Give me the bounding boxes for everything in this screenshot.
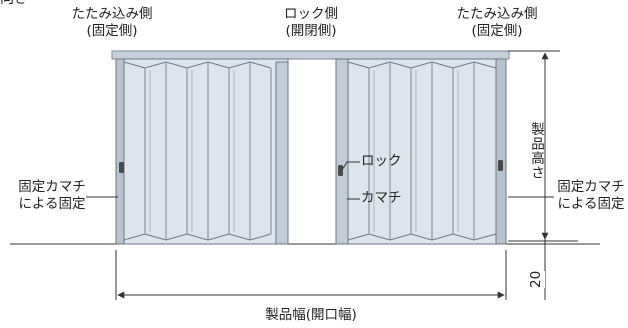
left-folding-door bbox=[115, 58, 289, 245]
right-folding-side-label: たたみ込み側 (固定側) bbox=[457, 6, 538, 40]
left-folding-side-line2: (固定側) bbox=[86, 23, 138, 39]
left-fixing-label: 固定カマチ による固定 bbox=[18, 179, 86, 213]
lock-side-line2: (開閉側) bbox=[285, 23, 337, 39]
gap-dimension-label: 20 bbox=[528, 270, 545, 288]
left-folding-side-label: たたみ込み側 (固定側) bbox=[72, 6, 153, 40]
right-fixing-label: 固定カマチ による固定 bbox=[557, 179, 625, 213]
lock-leader bbox=[341, 161, 360, 171]
right-fixing-lock bbox=[498, 160, 503, 171]
kamachi-callout-label: カマチ bbox=[361, 190, 402, 206]
lock-side-label: ロック側 (開閉側) bbox=[284, 6, 338, 40]
right-folding-side-line2: (固定側) bbox=[471, 23, 523, 39]
right-folding-door bbox=[335, 58, 507, 245]
corner-fragment-text: 向き bbox=[0, 0, 28, 8]
left-fixing-line1: 固定カマチ bbox=[18, 179, 86, 195]
height-dimension-label: 製品高さ bbox=[527, 122, 544, 180]
left-fixing-lock bbox=[119, 162, 124, 173]
right-fixing-line1: 固定カマチ bbox=[557, 179, 625, 195]
top-rail bbox=[111, 50, 510, 60]
width-dimension-label: 製品幅(開口幅) bbox=[265, 307, 357, 323]
lock-side-line1: ロック側 bbox=[284, 6, 338, 22]
right-fixing-line2: による固定 bbox=[557, 196, 625, 212]
lock-callout-label: ロック bbox=[361, 153, 402, 169]
center-lock bbox=[338, 165, 343, 176]
right-folding-side-line1: たたみ込み側 bbox=[456, 6, 538, 22]
left-fixing-line2: による固定 bbox=[18, 196, 86, 212]
left-folding-side-line1: たたみ込み側 bbox=[71, 6, 153, 22]
